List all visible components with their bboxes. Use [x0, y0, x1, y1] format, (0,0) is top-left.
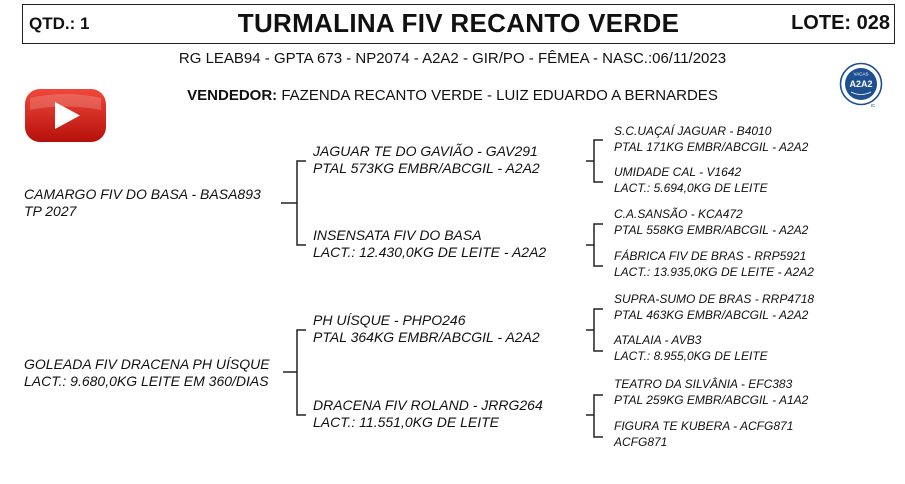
dd-sire-info: PTAL 259KG EMBR/ABCGIL - A1A2: [614, 392, 809, 407]
ds-dam-name: ATALAIA - AVB3: [614, 333, 702, 347]
sire-info: TP 2027: [24, 203, 77, 219]
dd-dam-entry: FIGURA TE KUBERA - ACFG871 ACFG871: [614, 419, 793, 450]
ds-sire-info: PTAL 463KG EMBR/ABCGIL - A2A2: [614, 307, 809, 322]
dd-sire-entry: TEATRO DA SILVÂNIA - EFC383 PTAL 259KG E…: [614, 377, 808, 408]
ss-dam-name: UMIDADE CAL - V1642: [614, 165, 742, 179]
ds-dam-entry: ATALAIA - AVB3 LACT.: 8.955,0KG DE LEITE: [614, 333, 768, 364]
sire-name: CAMARGO FIV DO BASA - BASA893: [24, 186, 261, 202]
seller-label: VENDEDOR:: [187, 87, 278, 104]
dam-dam-name: DRACENA FIV ROLAND - JRRG264: [313, 397, 543, 413]
lot-number: LOTE: 028: [791, 12, 890, 34]
dam-sire-info: PTAL 364KG EMBR/ABCGIL - A2A2: [313, 329, 540, 345]
dam-sire-name: PH UÍSQUE - PHPO246: [313, 312, 466, 328]
ss-dam-entry: UMIDADE CAL - V1642 LACT.: 5.694,0KG DE …: [614, 165, 768, 196]
sd-sire-entry: C.A.SANSÃO - KCA472 PTAL 558KG EMBR/ABCG…: [614, 207, 808, 238]
sd-dam-entry: FÁBRICA FIV DE BRAS - RRP5921 LACT.: 13.…: [614, 249, 814, 280]
sire-entry: CAMARGO FIV DO BASA - BASA893 TP 2027: [24, 186, 261, 220]
header-box: QTD.: 1 TURMALINA FIV RECANTO VERDE LOTE…: [22, 4, 895, 44]
dd-sire-name: TEATRO DA SILVÂNIA - EFC383: [614, 377, 793, 391]
badge-top-text: VACAS: [854, 72, 869, 77]
sire-sire-name: JAGUAR TE DO GAVIÃO - GAV291: [313, 143, 538, 159]
sd-sire-info: PTAL 558KG EMBR/ABCGIL - A2A2: [614, 222, 809, 237]
seller-name: FAZENDA RECANTO VERDE - LUIZ EDUARDO A B…: [277, 87, 718, 104]
dam-sire-entry: PH UÍSQUE - PHPO246 PTAL 364KG EMBR/ABCG…: [313, 312, 540, 346]
dam-dam-info: LACT.: 11.551,0KG DE LEITE: [313, 414, 499, 430]
ds-sire-name: SUPRA-SUMO DE BRAS - RRP4718: [614, 292, 815, 306]
ds-dam-info: LACT.: 8.955,0KG DE LEITE: [614, 348, 768, 363]
ds-sire-entry: SUPRA-SUMO DE BRAS - RRP4718 PTAL 463KG …: [614, 292, 814, 323]
ss-dam-info: LACT.: 5.694,0KG DE LEITE: [614, 180, 768, 195]
badge-side-text: IC: [871, 103, 876, 108]
dam-dam-entry: DRACENA FIV ROLAND - JRRG264 LACT.: 11.5…: [313, 397, 543, 431]
sd-dam-info: LACT.: 13.935,0KG DE LEITE - A2A2: [614, 264, 814, 279]
sire-dam-entry: INSENSATA FIV DO BASA LACT.: 12.430,0KG …: [313, 227, 546, 261]
vacas-a2a2-seal-icon: VACAS A2A2 IC: [839, 62, 883, 108]
seller-info: VENDEDOR: FAZENDA RECANTO VERDE - LUIZ E…: [0, 87, 905, 104]
dam-entry: GOLEADA FIV DRACENA PH UÍSQUE LACT.: 9.6…: [24, 356, 270, 390]
quantity-label: QTD.: 1: [29, 14, 90, 33]
sire-sire-entry: JAGUAR TE DO GAVIÃO - GAV291 PTAL 573KG …: [313, 143, 540, 177]
sire-sire-info: PTAL 573KG EMBR/ABCGIL - A2A2: [313, 160, 540, 176]
dd-dam-info: ACFG871: [614, 434, 668, 449]
ss-sire-name: S.C.UAÇAÍ JAGUAR - B4010: [614, 124, 772, 138]
ss-sire-entry: S.C.UAÇAÍ JAGUAR - B4010 PTAL 171KG EMBR…: [614, 124, 808, 155]
youtube-play-icon[interactable]: [24, 88, 107, 143]
sire-dam-info: LACT.: 12.430,0KG DE LEITE - A2A2: [313, 244, 547, 260]
sd-sire-name: C.A.SANSÃO - KCA472: [614, 207, 743, 221]
sd-dam-name: FÁBRICA FIV DE BRAS - RRP5921: [614, 249, 807, 263]
dam-info: LACT.: 9.680,0KG LEITE EM 360/DIAS: [24, 373, 269, 389]
dd-dam-name: FIGURA TE KUBERA - ACFG871: [614, 419, 794, 433]
dam-name: GOLEADA FIV DRACENA PH UÍSQUE: [24, 356, 270, 372]
sire-dam-name: INSENSATA FIV DO BASA: [313, 227, 482, 243]
animal-title: TURMALINA FIV RECANTO VERDE: [237, 8, 680, 38]
animal-registration-info: RG LEAB94 - GPTA 673 - NP2074 - A2A2 - G…: [178, 50, 727, 67]
badge-main-text: A2A2: [849, 79, 872, 89]
ss-sire-info: PTAL 171KG EMBR/ABCGIL - A2A2: [614, 139, 809, 154]
